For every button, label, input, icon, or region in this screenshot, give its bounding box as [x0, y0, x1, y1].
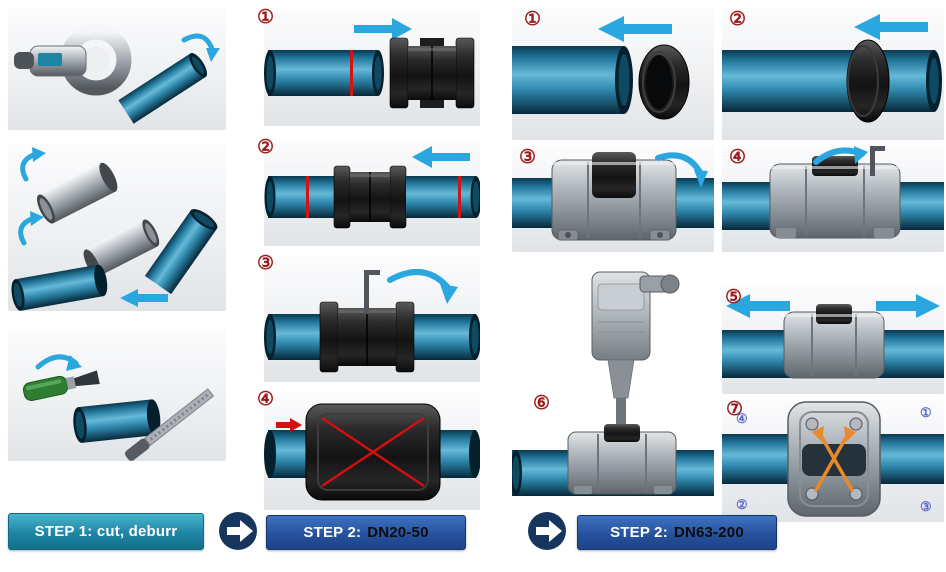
mount-clamp-illustration	[512, 152, 714, 241]
cross-tighten-marks	[321, 416, 425, 488]
pipe	[512, 46, 633, 114]
panel-cut-pipe	[8, 8, 226, 130]
rotate-arrow-icon	[35, 354, 82, 371]
pipe-segment	[118, 53, 208, 124]
step2-prefix: STEP 2:	[303, 524, 362, 541]
bolt-number: ②	[736, 497, 748, 512]
bolt-number: ③	[920, 499, 932, 514]
compression-fitting	[319, 301, 415, 373]
arrow-left-icon	[726, 294, 790, 318]
pipe-segment	[144, 209, 218, 295]
arrow-right-icon	[354, 18, 412, 40]
pipe	[406, 176, 480, 218]
tighten-arrow-icon	[813, 146, 868, 165]
steel-pipe-segment	[83, 219, 160, 277]
panel-dn63-step-3	[512, 146, 714, 252]
deburr-tools-illustration	[22, 354, 215, 461]
insert-pipe-illustration	[264, 18, 475, 109]
pull-test-illustration	[722, 294, 944, 379]
pipe-cutter-tool	[14, 24, 132, 96]
hex-key	[364, 270, 380, 314]
step-number: ④	[729, 147, 747, 168]
panel-prepare-pipe-ends	[8, 143, 226, 311]
pipe	[264, 176, 334, 218]
step-number: ①	[257, 7, 275, 28]
slide-ring-illustration	[512, 16, 690, 120]
panel-dn20-step-3	[264, 256, 480, 382]
step-number: ①	[524, 9, 542, 30]
step2-range: DN63-200	[673, 524, 744, 541]
tighten-arrow-icon	[387, 269, 458, 304]
arrow-left-icon	[598, 16, 672, 42]
gasket-ring	[846, 39, 890, 123]
arrow-left-icon	[412, 146, 470, 168]
step-number: ④	[257, 389, 275, 410]
panel-dn63-step-4	[722, 146, 944, 252]
step1-text: STEP 1: cut, deburr	[34, 523, 178, 540]
pipe	[722, 50, 942, 112]
arrow-left-icon	[854, 14, 928, 40]
arrow-right-red-icon	[276, 418, 302, 432]
deburr-rasp	[125, 388, 215, 461]
step2-range: DN20-50	[367, 524, 429, 541]
clamp-fitting	[783, 304, 885, 379]
bolt-number: ①	[920, 405, 932, 420]
step2-dn20-50-label: STEP 2: DN20-50	[266, 515, 466, 550]
panel-dn63-step-6	[512, 258, 714, 510]
step1-label: STEP 1: cut, deburr	[8, 513, 204, 550]
insertion-depth-mark	[306, 176, 309, 218]
insertion-depth-mark	[458, 176, 461, 218]
pipe-segment	[11, 264, 108, 311]
pipe-segments-illustration	[11, 147, 218, 311]
arrow-right-icon	[876, 294, 940, 318]
hex-key	[870, 146, 885, 176]
panel-dn20-step-2	[264, 140, 480, 246]
electrofusion-welding-illustration	[512, 271, 714, 496]
bolt-number: ④	[736, 411, 748, 426]
panel-dn20-step-1	[264, 10, 480, 126]
panel-dn63-step-1	[512, 8, 714, 140]
rotate-arrow-icon	[655, 152, 708, 188]
ring-on-pipe-illustration	[722, 14, 942, 123]
tighten-fitting-illustration	[264, 269, 480, 373]
insert-second-pipe-illustration	[264, 146, 480, 229]
next-step-arrow-icon	[527, 511, 567, 551]
electrofusion-welder	[591, 271, 680, 432]
rotate-arrow-icon	[20, 147, 46, 182]
step-number: ③	[519, 147, 537, 168]
rotate-arrow-icon	[181, 33, 220, 62]
compression-fitting	[389, 37, 475, 109]
clamp-fitting	[551, 152, 677, 241]
panel-dn20-step-4	[264, 392, 480, 510]
step-number: ③	[257, 253, 275, 274]
bolt-sequence-illustration	[722, 401, 944, 517]
clamp-fitting	[567, 424, 677, 495]
gasket-ring	[638, 44, 690, 120]
pipe	[264, 50, 384, 96]
panel-deburr-tools	[8, 329, 226, 461]
step-number: ⑥	[533, 393, 551, 414]
cut-pipe-illustration	[14, 24, 220, 124]
panel-dn63-step-7: ④ ① ② ③	[722, 398, 944, 522]
arrow-left-icon	[120, 289, 168, 307]
pipe-segment	[73, 399, 161, 443]
panel-dn63-step-2	[722, 8, 944, 140]
insertion-depth-mark	[350, 50, 353, 96]
panel-dn63-step-5	[722, 286, 944, 394]
tighten-clamp-illustration	[722, 146, 944, 239]
step-number: ⑤	[725, 287, 743, 308]
step-number: ②	[729, 9, 747, 30]
next-step-arrow-icon	[218, 511, 258, 551]
clamp-fitting	[769, 156, 901, 239]
deburring-tool	[22, 370, 100, 402]
rotate-arrow-icon	[18, 211, 44, 246]
cross-check-illustration	[264, 403, 480, 501]
step-number: ⑦	[726, 399, 744, 420]
step2-dn63-200-label: STEP 2: DN63-200	[577, 515, 777, 550]
bolt-sequence-arrows	[812, 426, 856, 492]
steel-pipe-segment	[36, 162, 118, 224]
compression-fitting	[333, 165, 407, 229]
step2-prefix: STEP 2:	[610, 524, 668, 541]
step-number: ②	[257, 137, 275, 158]
